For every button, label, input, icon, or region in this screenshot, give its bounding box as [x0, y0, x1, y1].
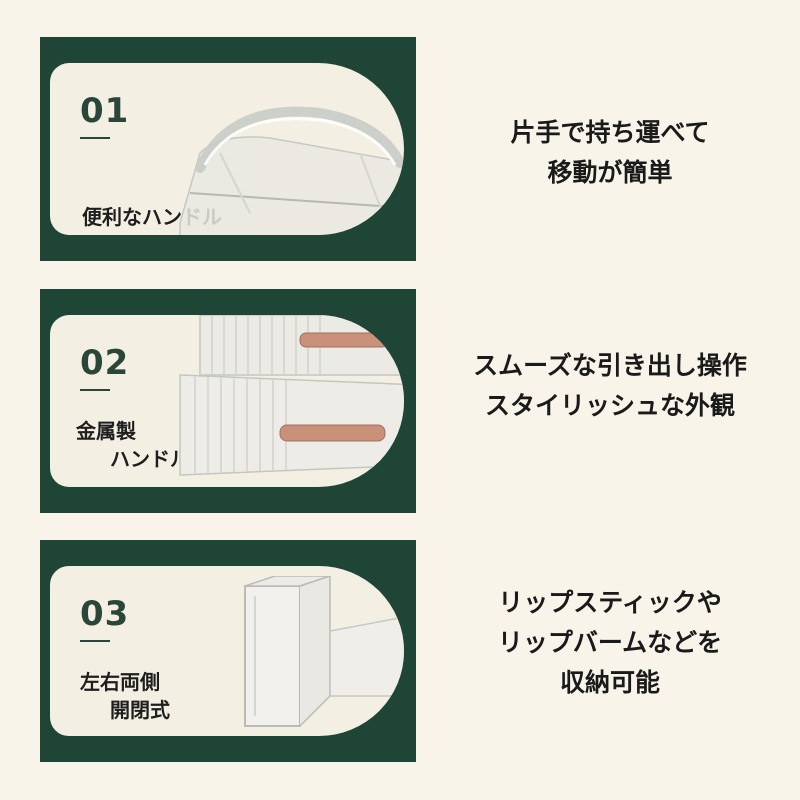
number-underline	[80, 137, 110, 139]
description-line: 片手で持ち運べて	[510, 118, 710, 147]
number-underline	[80, 640, 110, 642]
case-with-handle-illustration	[179, 106, 404, 235]
drawer-illustration	[179, 315, 404, 476]
description-line: 収納可能	[559, 668, 660, 697]
description-line: 移動が簡単	[547, 158, 673, 187]
feature-card-2: 02 金属製 ハンドル	[50, 315, 404, 487]
number-underline	[80, 389, 110, 391]
feature-panel-2: 02 金属製 ハンドル	[40, 289, 416, 513]
feature-description-3: リップスティックや リップバームなどを 収納可能	[430, 583, 790, 703]
feature-number: 03	[80, 594, 130, 634]
feature-label: ハンドル	[110, 447, 190, 471]
feature-description-1: 片手で持ち運べて 移動が簡単	[430, 113, 790, 193]
description-line: リップバームなどを	[497, 628, 723, 657]
description-line: スムーズな引き出し操作	[473, 351, 747, 380]
feature-card-3: 03 左右両側 開閉式	[50, 566, 404, 736]
description-line: スタイリッシュな外観	[484, 391, 735, 420]
feature-card-1: 01 便利なハンドル	[50, 63, 404, 235]
feature-number: 01	[80, 91, 130, 131]
feature-panel-3: 03 左右両側 開閉式	[40, 540, 416, 762]
feature-label: 左右両側	[80, 670, 160, 694]
feature-label: 金属製	[76, 419, 136, 443]
side-open-case-illustration	[244, 576, 404, 727]
feature-number: 02	[80, 343, 130, 383]
feature-label: 開閉式	[110, 698, 170, 722]
description-line: リップスティックや	[498, 588, 722, 617]
feature-description-2: スムーズな引き出し操作 スタイリッシュな外観	[430, 346, 790, 426]
feature-panel-1: 01 便利なハンドル	[40, 37, 416, 261]
